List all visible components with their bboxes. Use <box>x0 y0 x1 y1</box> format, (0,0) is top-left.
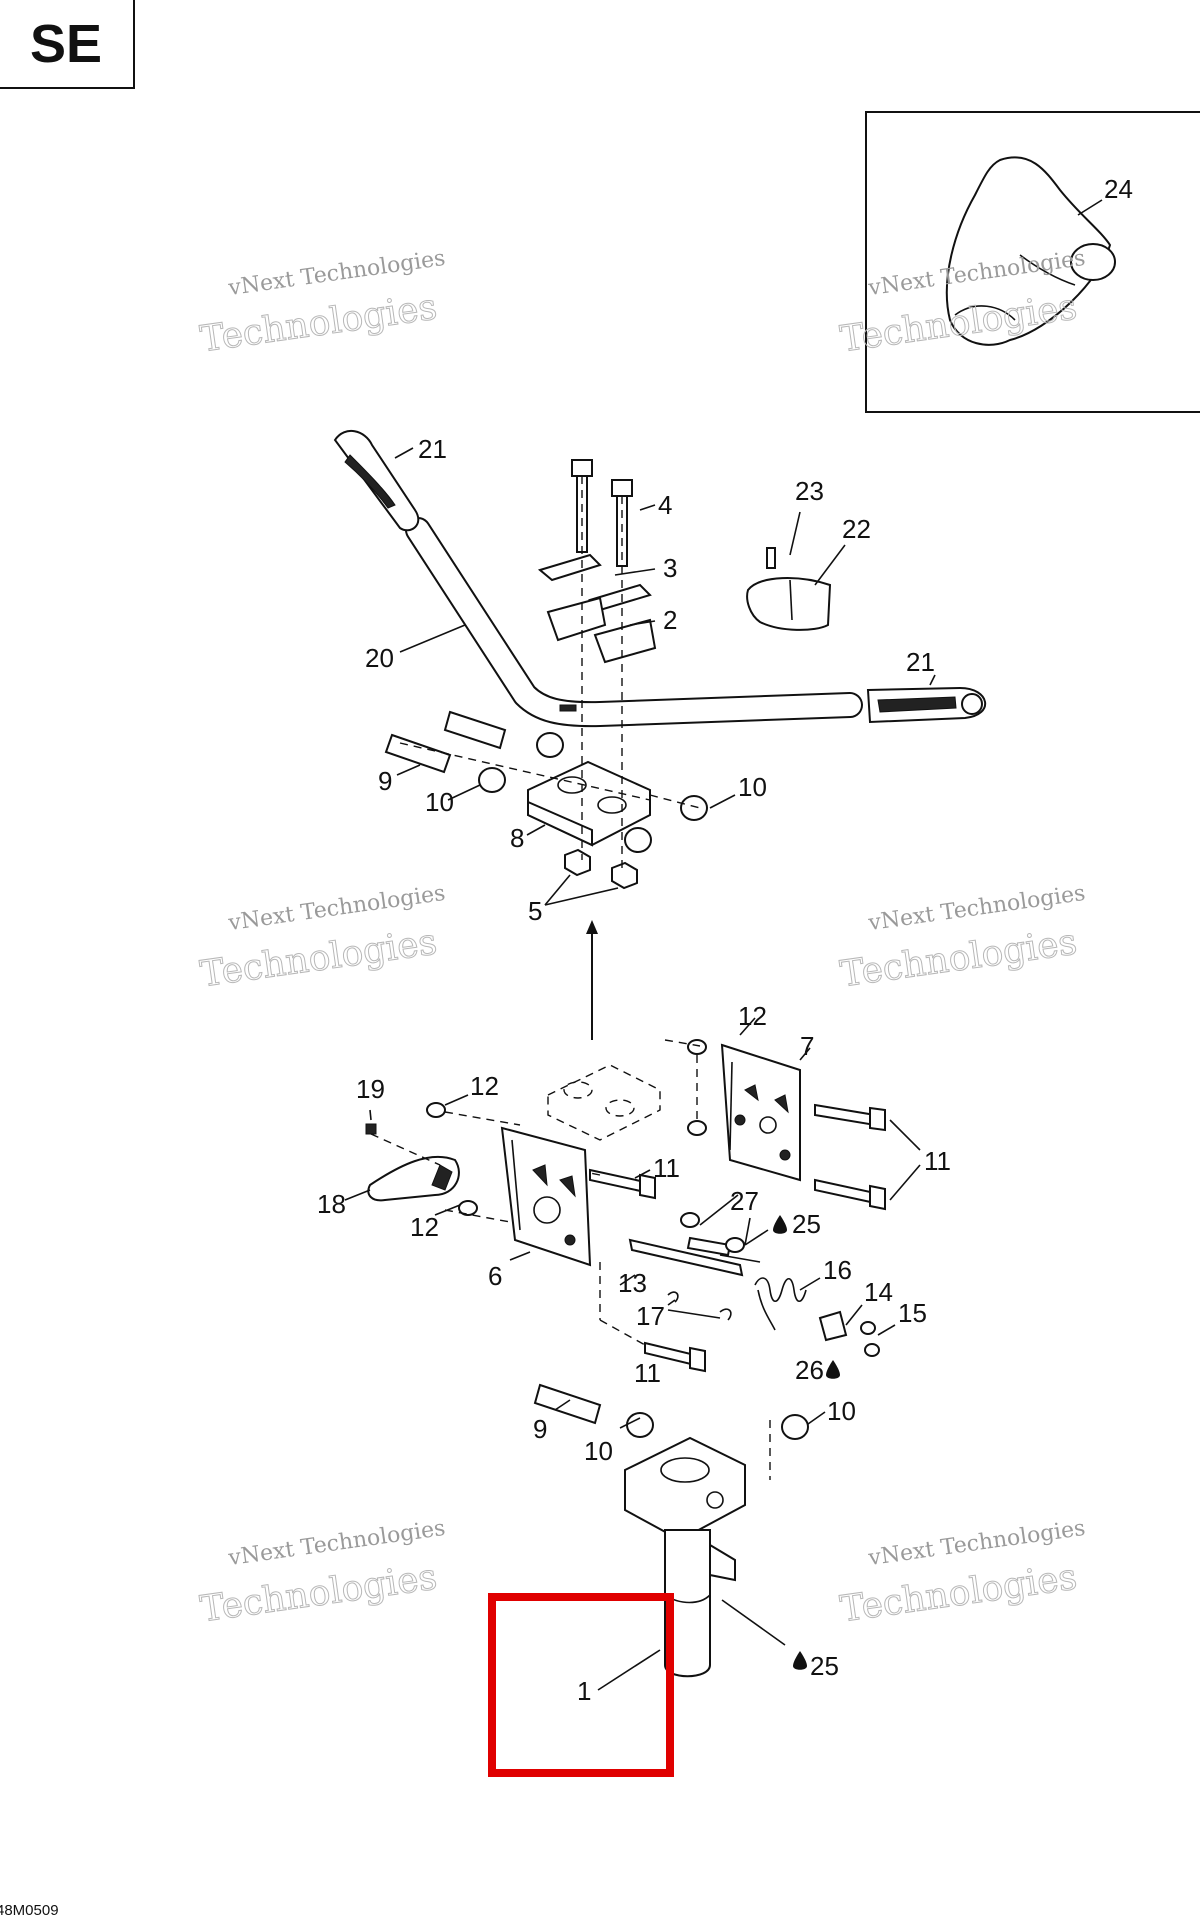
washers-part-27 <box>680 1212 745 1253</box>
assembly-arrow <box>586 920 598 1040</box>
callout-23: 23 <box>795 476 824 506</box>
callout-25: 25 <box>792 1209 821 1239</box>
screw-part-19 <box>365 1123 441 1166</box>
callout-17: 17 <box>636 1301 665 1331</box>
clamp-plates-part-3 <box>537 553 652 612</box>
bracket-part-8 <box>527 760 651 847</box>
callout-12: 12 <box>470 1071 499 1101</box>
callout-9: 9 <box>533 1414 547 1444</box>
callout-22: 22 <box>842 514 871 544</box>
mount-lines <box>444 1039 771 1480</box>
callout-12: 12 <box>738 1001 767 1031</box>
callout-5: 5 <box>528 896 542 926</box>
callout-19: 19 <box>356 1074 385 1104</box>
steering-column-part-1 <box>624 1436 746 1678</box>
leader-lines <box>344 447 936 1691</box>
assembly-axes <box>399 476 701 870</box>
callout-10: 10 <box>738 772 767 802</box>
watermark-3: vNext Technologies Technologies <box>197 881 447 996</box>
oil-drop-icon <box>773 1215 840 1670</box>
section-badge-text: SE <box>30 14 102 74</box>
bushings-lower-part-10 <box>626 1412 809 1440</box>
watermark-2: vNext Technologies Technologies <box>837 246 1087 361</box>
callout-13: 13 <box>618 1268 647 1298</box>
plate-part-7 <box>720 1043 801 1182</box>
callout-16: 16 <box>823 1255 852 1285</box>
callout-labels: 24 21 4 23 22 3 2 20 21 9 10 10 8 5 12 7… <box>317 174 1133 1706</box>
callout-18: 18 <box>317 1189 346 1219</box>
plate-part-14 <box>818 1310 848 1342</box>
drawing-code: 48M0509 <box>0 1902 59 1919</box>
callout-2: 2 <box>663 605 677 635</box>
callout-20: 20 <box>365 643 394 673</box>
callout-8: 8 <box>510 823 524 853</box>
cap-part-22 <box>746 547 832 631</box>
handlebar-part-20 <box>405 517 863 728</box>
clamps-part-2 <box>546 596 657 664</box>
callout-1: 1 <box>577 1676 591 1706</box>
bolts-part-4 <box>571 459 633 567</box>
pins-upper-part-9 <box>384 710 507 774</box>
callout-3: 3 <box>663 553 677 583</box>
callout-11: 11 <box>924 1146 951 1176</box>
callout-10: 10 <box>425 787 454 817</box>
nuts-part-5 <box>564 848 638 890</box>
bushings-upper-part-10 <box>478 732 708 853</box>
callout-27: 27 <box>730 1186 759 1216</box>
callout-9: 9 <box>378 766 392 796</box>
shaft-part-13 <box>628 1236 761 1277</box>
callout-21: 21 <box>418 434 447 464</box>
highlight-box-part-1 <box>488 1593 674 1777</box>
ghost-bracket <box>547 1064 661 1141</box>
watermark-5: vNext Technologies Technologies <box>197 1516 447 1631</box>
callout-24: 24 <box>1104 174 1133 204</box>
spring-part-16 <box>754 1277 807 1331</box>
bolts-part-11 <box>589 1103 886 1373</box>
callout-25: 25 <box>810 1651 839 1681</box>
callout-26: 26 <box>795 1355 824 1385</box>
screws-part-15 <box>860 1321 880 1357</box>
callout-14: 14 <box>864 1277 893 1307</box>
callout-15: 15 <box>898 1298 927 1328</box>
callout-10: 10 <box>584 1436 613 1466</box>
callout-11: 11 <box>653 1153 680 1183</box>
callout-11: 11 <box>634 1358 661 1388</box>
inset-box <box>865 111 1200 413</box>
callout-6: 6 <box>488 1261 502 1291</box>
section-badge: SE <box>0 0 135 89</box>
watermark-1: vNext Technologies Technologies <box>197 246 447 361</box>
watermark-4: vNext Technologies Technologies <box>837 881 1087 996</box>
callout-4: 4 <box>658 490 672 520</box>
callout-21: 21 <box>906 647 935 677</box>
clips-part-17 <box>667 1291 732 1321</box>
washers-part-12 <box>426 1039 707 1216</box>
callout-10: 10 <box>827 1396 856 1426</box>
lever-part-18 <box>367 1155 460 1202</box>
grip-right-part-21 <box>866 686 986 724</box>
callout-7: 7 <box>800 1031 814 1061</box>
grip-left-part-21 <box>333 430 420 532</box>
bracket-part-6 <box>500 1126 592 1267</box>
pin-lower-part-9 <box>533 1383 602 1425</box>
callout-12: 12 <box>410 1212 439 1242</box>
watermark-6: vNext Technologies Technologies <box>837 1516 1087 1631</box>
